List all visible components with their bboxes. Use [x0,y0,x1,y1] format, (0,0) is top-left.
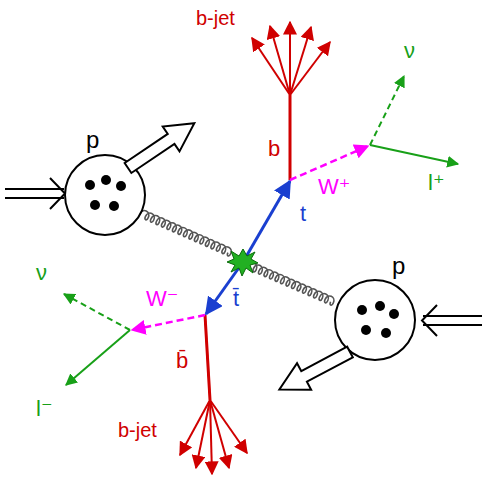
jet-label: b-jet [196,8,235,28]
gluon-right [247,261,336,306]
lepton-line [66,330,130,385]
neutrino-line [370,76,404,145]
neutrino-line [64,294,130,330]
lepton-label: l⁻ [36,398,53,420]
b-quark-line [289,95,292,180]
gluon-left [139,209,233,256]
beam-left [5,178,65,209]
w-boson-line [290,146,368,180]
quark-label: t [300,203,306,225]
proton-label: p [86,128,99,152]
remnant-arrow [272,339,357,403]
boson-label: W⁺ [318,176,350,198]
b-jet-fan [252,22,330,95]
quark-label: t̄ [233,288,239,310]
quark-label: b [268,138,280,160]
interaction-star [227,249,258,276]
b-jet-fan [180,400,247,474]
lepton-label: l⁺ [428,172,445,194]
boson-label: W⁻ [146,288,178,310]
lepton-line [370,145,458,164]
proton-label: p [392,254,405,278]
jet-label: b-jet [118,420,157,440]
antitop-line [206,262,243,314]
neutrino-label: ν [404,40,415,62]
top-line [243,181,290,262]
w-boson-line [132,315,205,330]
neutrino-label: ν [36,262,47,284]
b-quark-line [205,315,210,400]
beam-right [422,305,482,336]
quark-label: b̄ [176,350,188,372]
remnant-arrow [120,111,203,181]
